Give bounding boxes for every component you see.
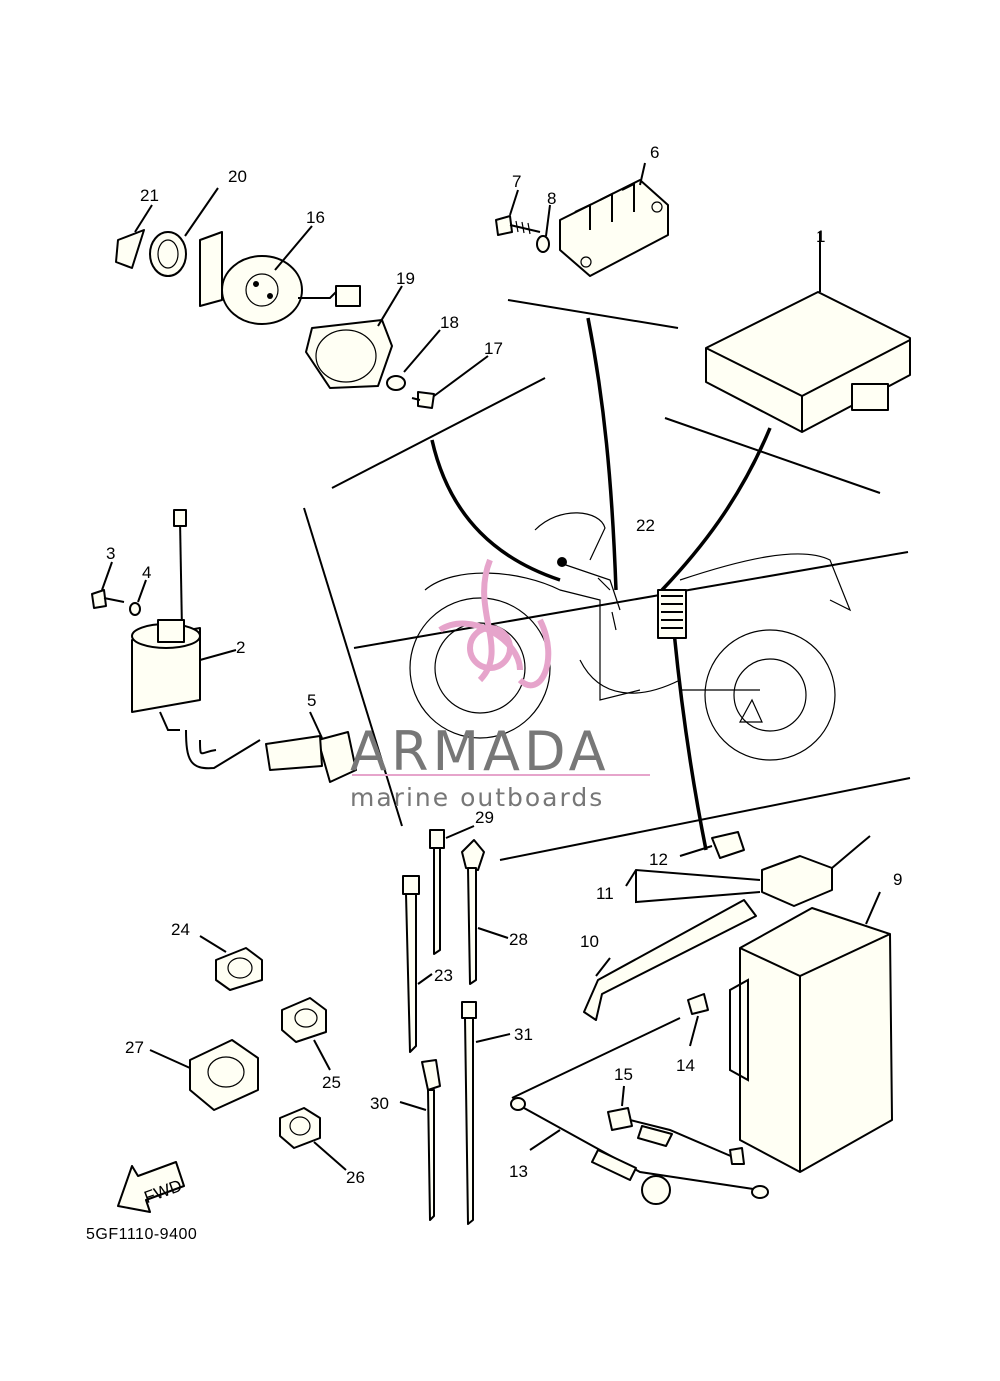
callout-2: 2 [236,638,245,657]
part-25-clamp [281,997,331,1071]
forward-arrow-icon [117,1161,185,1213]
callout-7: 7 [512,172,521,191]
part-16-main-switch [199,225,361,325]
motorcycle-silhouette [409,512,852,761]
part-15-starter-relay-lead [607,1085,745,1165]
part-7-bolt [495,189,541,236]
callout-14: 14 [676,1056,695,1075]
part-6-rectifier-regulator [559,162,669,277]
part-26-clamp [279,1107,347,1171]
callout-5: 5 [307,691,316,710]
callout-17: 17 [484,339,503,358]
callout-15: 15 [614,1065,633,1084]
callout-21: 21 [140,186,159,205]
part-13-battery-lead [510,1017,769,1205]
part-11-fuse-holder [625,835,871,907]
part-12-fuse [679,831,745,859]
part-17-screw [411,355,489,409]
part-21-cap [115,204,153,269]
callout-12: 12 [649,850,668,869]
part-19-switch-cover [305,285,403,389]
part-18-washer [386,329,441,391]
callout-31: 31 [514,1025,533,1044]
callout-9: 9 [893,870,902,889]
callout-19: 19 [396,269,415,288]
part-4-washer [129,579,147,616]
watermark-title: ARMADA [350,720,610,783]
part-5-spark-plug-cap [265,711,357,783]
part-3-bolt [91,561,125,609]
figure-code: 5GF1110-9400 [86,1226,198,1243]
part-31-cable-tie [461,1001,511,1225]
part-29-cable-tie [429,825,475,955]
callout-18: 18 [440,313,459,332]
part-2-ignition-coil [131,509,261,770]
part-27-clamp [149,1039,259,1111]
callout-4: 4 [142,563,151,582]
callout-27: 27 [125,1038,144,1057]
callout-22: 22 [636,516,655,535]
part-10-battery-band [583,899,757,1021]
callout-10: 10 [580,932,599,951]
part-9-battery [729,891,893,1173]
watermark-logo [352,558,650,776]
callout-24: 24 [171,920,190,939]
part-30-cable-tie [399,1059,441,1221]
callout-30: 30 [370,1094,389,1113]
callout-25: 25 [322,1073,341,1092]
part-14-fuse [687,993,709,1047]
callout-1: 1 [816,227,825,246]
part-1-ecu [705,232,911,433]
part-23-cable-tie [402,875,433,1053]
callout-16: 16 [306,208,325,227]
view-boundary-lines [303,299,911,861]
part-8-washer [536,204,551,253]
callout-20: 20 [228,167,247,186]
callout-11: 11 [596,884,614,903]
callout-3: 3 [106,544,115,563]
part-28-cable-tie-clip [461,839,509,985]
part-20-grommet [149,187,219,277]
callout-23: 23 [434,966,453,985]
callout-26: 26 [346,1168,365,1187]
callout-13: 13 [509,1162,528,1181]
callout-6: 6 [650,143,659,162]
watermark-subtitle: marine outboards [350,783,604,812]
part-24-clamp [199,935,263,991]
callout-28: 28 [509,930,528,949]
callout-8: 8 [547,189,556,208]
callout-29: 29 [475,808,494,827]
